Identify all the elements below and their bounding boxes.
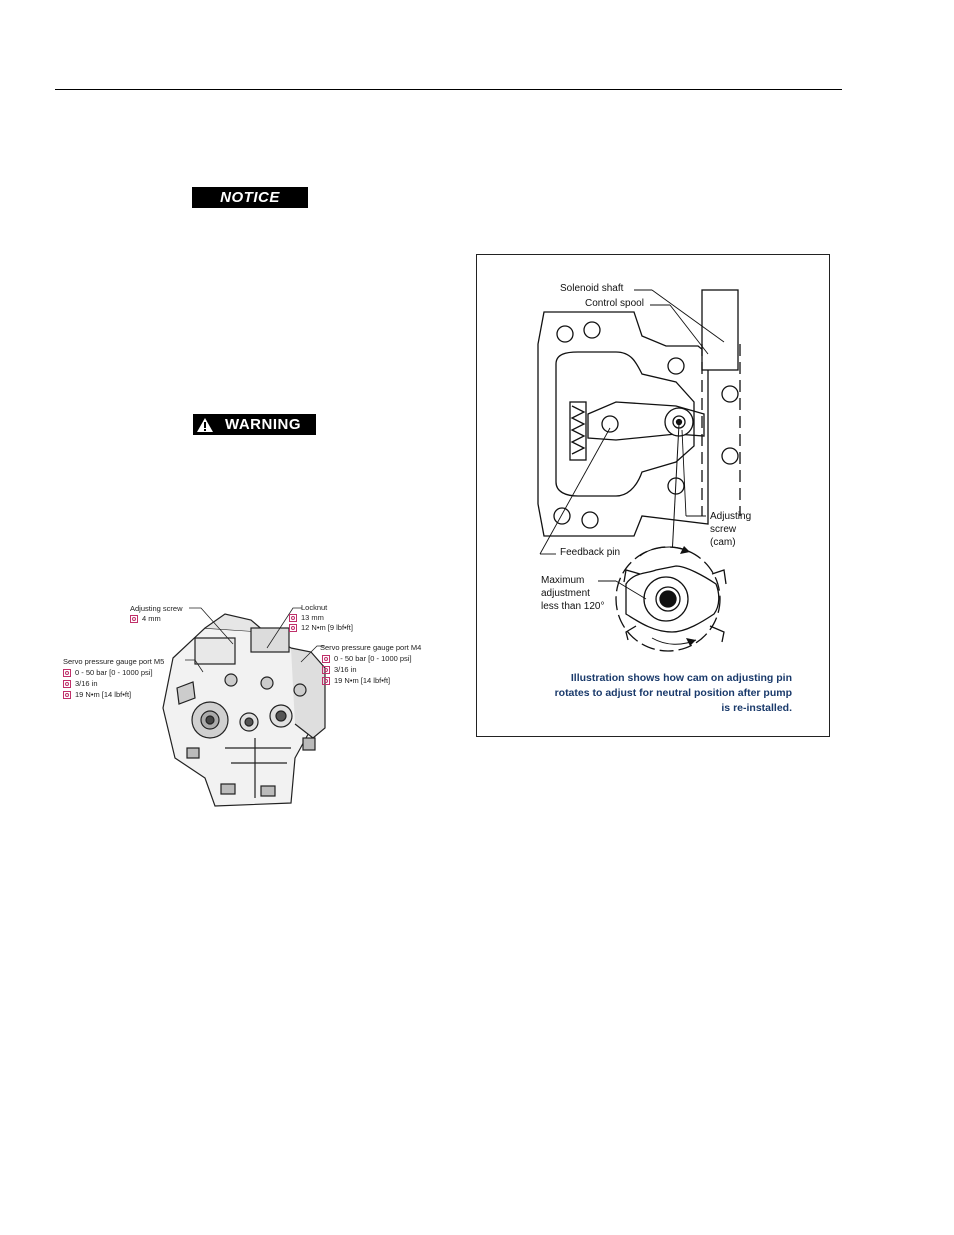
label-max-adjustment-2: adjustment (541, 588, 590, 599)
label-max-adjustment-1: Maximum (541, 575, 585, 586)
label-solenoid-shaft: Solenoid shaft (560, 283, 624, 294)
locknut-title: Locknut (301, 603, 328, 612)
notice-label: NOTICE (220, 189, 280, 206)
warning-badge: WARNING (193, 414, 316, 435)
gauge-icon (63, 669, 71, 678)
adjusting-screw-spec: 4 mm (130, 614, 161, 624)
warning-triangle-icon (193, 414, 217, 435)
locknut-spec1-text: 13 mm (301, 613, 324, 622)
label-control-spool: Control spool (585, 298, 644, 309)
port-m5-spec2: 3/16 in (63, 679, 98, 689)
locknut-spec2-text: 12 N•m [9 lbf•ft] (301, 623, 353, 632)
torque-icon (322, 677, 330, 686)
port-m4-title: Servo pressure gauge port M4 (320, 643, 422, 652)
port-m4-spec3: 19 N•m [14 lbf•ft] (322, 676, 391, 686)
port-m5-title: Servo pressure gauge port M5 (63, 657, 165, 666)
caption-line-2: rotates to adjust for neutral position a… (554, 687, 792, 699)
gauge-icon (322, 655, 330, 664)
pump-illustration: Adjusting screw 4 mm Locknut 13 mm 12 N•… (55, 598, 455, 813)
cam-diagram (537, 289, 741, 652)
port-m5-spec3: 19 N•m [14 lbf•ft] (63, 690, 132, 700)
cam-figure-box (476, 254, 830, 737)
label-max-adjustment-3: less than 120° (541, 601, 605, 612)
port-m4-spec1: 0 - 50 bar [0 - 1000 psi] (322, 654, 412, 664)
torque-icon (63, 691, 71, 700)
socket-icon (63, 680, 71, 689)
adjusting-screw-title: Adjusting screw (130, 604, 183, 613)
label-adjusting-screw-2: screw (710, 524, 737, 535)
header-rule (55, 89, 842, 90)
caption-line-3: is re-installed. (721, 702, 792, 714)
label-adjusting-screw-1: Adjusting (710, 511, 752, 522)
port-m5-spec1: 0 - 50 bar [0 - 1000 psi] (63, 668, 153, 678)
caption-line-1: Illustration shows how cam on adjusting … (570, 672, 792, 684)
port-m4-spec2: 3/16 in (322, 665, 357, 675)
cam-figure-caption: Illustration shows how cam on adjusting … (490, 671, 792, 716)
locknut-spec1: 13 mm (289, 613, 324, 623)
warning-label: WARNING (225, 416, 301, 433)
label-adjusting-screw-3: (cam) (710, 537, 736, 548)
port-m5-spec3-text: 19 N•m [14 lbf•ft] (75, 690, 132, 699)
port-m4-spec1-text: 0 - 50 bar [0 - 1000 psi] (334, 654, 412, 663)
notice-badge: NOTICE (192, 187, 308, 208)
wrench-icon (289, 614, 297, 623)
pump-drawing (162, 607, 326, 807)
port-m4-spec2-text: 3/16 in (334, 665, 357, 674)
socket-icon (322, 666, 330, 675)
adjusting-screw-spec-text: 4 mm (142, 614, 161, 623)
torque-icon (289, 624, 297, 633)
port-m5-spec1-text: 0 - 50 bar [0 - 1000 psi] (75, 668, 153, 677)
locknut-spec2: 12 N•m [9 lbf•ft] (289, 623, 353, 633)
port-m5-spec2-text: 3/16 in (75, 679, 98, 688)
socket-icon (130, 615, 138, 624)
port-m4-spec3-text: 19 N•m [14 lbf•ft] (334, 676, 391, 685)
label-feedback-pin: Feedback pin (560, 547, 621, 558)
